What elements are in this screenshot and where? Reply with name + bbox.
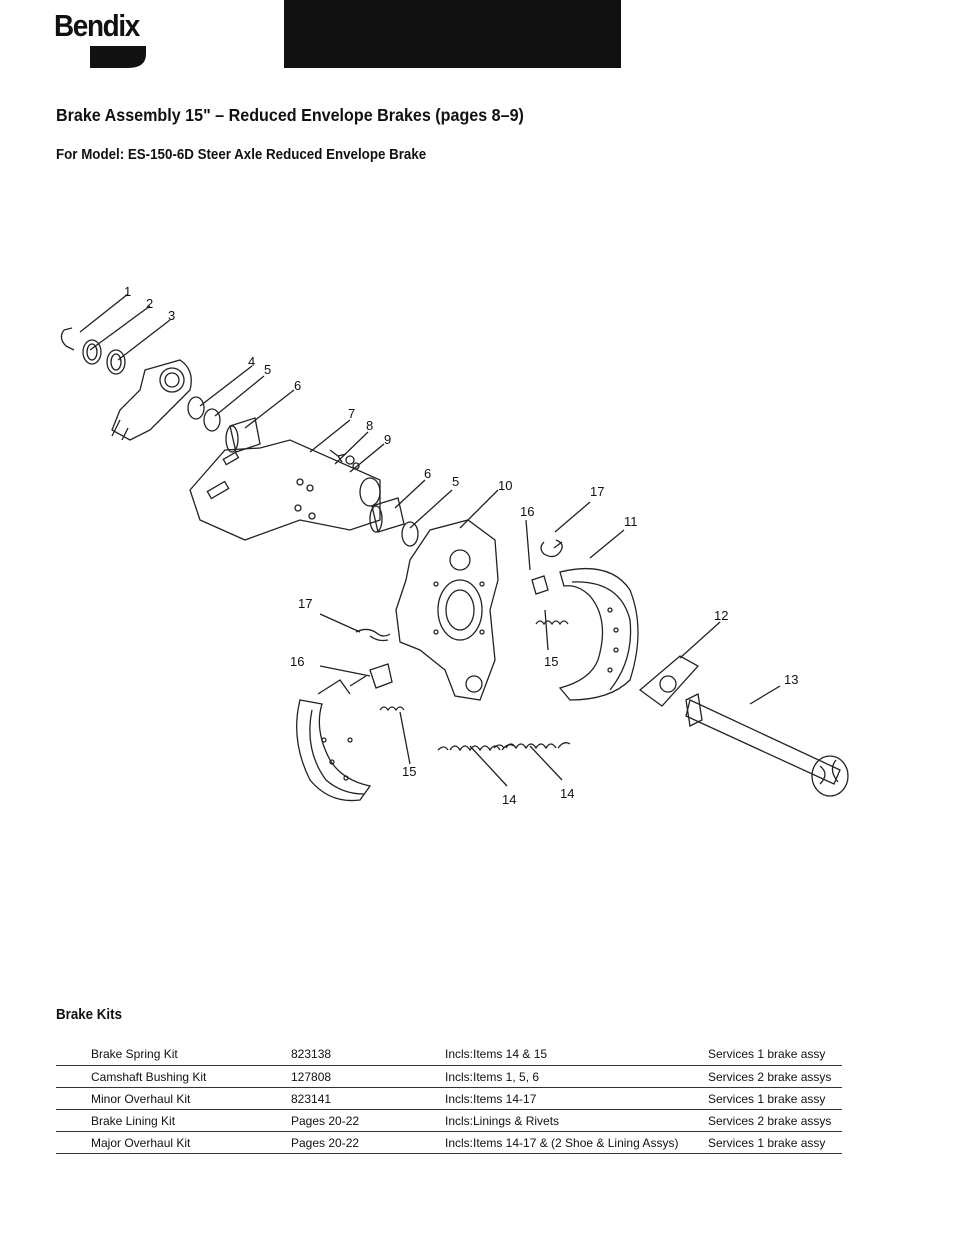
- callout-8: 8: [366, 418, 373, 433]
- callout-17: 17: [590, 484, 604, 499]
- incls-label: Incls:: [445, 1069, 474, 1084]
- callout-17b: 17: [298, 596, 312, 611]
- callout-9: 9: [384, 432, 391, 447]
- kit-name: Brake Spring Kit: [56, 1043, 291, 1066]
- kit-part-number: 823141: [291, 1087, 445, 1110]
- kit-includes-value: Items 14 & 15: [473, 1047, 548, 1061]
- kit-services: Services 1 brake assy: [708, 1131, 842, 1154]
- kit-part-number: 127808: [291, 1065, 445, 1088]
- kit-services: Services 2 brake assys: [708, 1109, 842, 1132]
- callout-15b: 15: [402, 764, 416, 779]
- table-row: Camshaft Bushing Kit 127808 Incls:Items …: [56, 1065, 842, 1088]
- header-bar: [284, 0, 621, 68]
- callout-16: 16: [520, 504, 534, 519]
- callout-13: 13: [784, 672, 798, 687]
- logo-swoosh: [90, 46, 146, 68]
- callout-5b: 5: [452, 474, 459, 489]
- callout-7: 7: [348, 406, 355, 421]
- incls-label: Incls:: [445, 1091, 474, 1106]
- kit-name: Major Overhaul Kit: [56, 1131, 291, 1154]
- page-subtitle: For Model: ES-150-6D Steer Axle Reduced …: [56, 147, 427, 163]
- table-row: Minor Overhaul Kit 823141 Incls:Items 14…: [56, 1087, 842, 1110]
- callout-4: 4: [248, 354, 255, 369]
- kit-part-number: Pages 20-22: [291, 1131, 445, 1154]
- incls-label: Incls:: [445, 1113, 474, 1128]
- kit-name: Camshaft Bushing Kit: [56, 1065, 291, 1088]
- kit-includes: Incls:Items 14 & 15: [445, 1043, 708, 1066]
- callout-16b: 16: [290, 654, 304, 669]
- exploded-brake-diagram: 1 2 3 4 5 6 7 8 9 6 5 10 16 17 11 17 16 …: [60, 284, 849, 807]
- kit-includes: Incls:Linings & Rivets: [445, 1109, 708, 1132]
- kit-name: Brake Lining Kit: [56, 1109, 291, 1132]
- kit-includes: Incls:Items 14-17: [445, 1087, 708, 1110]
- kit-includes-value: Items 14-17 & (2 Shoe & Lining Assys): [473, 1135, 679, 1150]
- incls-label: Incls:: [445, 1047, 474, 1061]
- kit-includes: Incls:Items 14-17 & (2 Shoe & Lining Ass…: [445, 1131, 708, 1154]
- callout-6: 6: [294, 378, 301, 393]
- callout-12: 12: [714, 608, 728, 623]
- kit-services: Services 1 brake assy: [708, 1087, 842, 1110]
- callout-1: 1: [124, 284, 131, 299]
- incls-label: Incls:: [445, 1135, 474, 1150]
- callout-15: 15: [544, 654, 558, 669]
- kit-includes-value: Items 14-17: [473, 1091, 537, 1106]
- kit-services: Services 1 brake assy: [708, 1043, 842, 1066]
- kit-part-number: 823138: [291, 1043, 445, 1066]
- brake-kits-table: Brake Spring Kit 823138 Incls:Items 14 &…: [56, 1043, 842, 1154]
- callout-14b: 14: [560, 786, 574, 801]
- table-row: Brake Spring Kit 823138 Incls:Items 14 &…: [56, 1043, 842, 1066]
- callout-6b: 6: [424, 466, 431, 481]
- callout-3: 3: [168, 308, 175, 323]
- callout-10: 10: [498, 478, 512, 493]
- bendix-logo: Bendix: [54, 8, 154, 72]
- page-title: Brake Assembly 15" – Reduced Envelope Br…: [56, 105, 524, 125]
- kit-part-number: Pages 20-22: [291, 1109, 445, 1132]
- table-row: Major Overhaul Kit Pages 20-22 Incls:Ite…: [56, 1131, 842, 1154]
- kit-services: Services 2 brake assys: [708, 1065, 842, 1088]
- callout-2: 2: [146, 296, 153, 311]
- kit-includes-value: Linings & Rivets: [473, 1113, 560, 1128]
- kit-includes-value: Items 1, 5, 6: [473, 1069, 540, 1084]
- kit-name: Minor Overhaul Kit: [56, 1087, 291, 1110]
- callout-14: 14: [502, 792, 516, 807]
- kit-includes: Incls:Items 1, 5, 6: [445, 1065, 708, 1088]
- callout-5: 5: [264, 362, 271, 377]
- brake-kits-heading: Brake Kits: [56, 1007, 122, 1023]
- callout-11: 11: [624, 514, 638, 529]
- logo-text: Bendix: [54, 8, 140, 43]
- table-row: Brake Lining Kit Pages 20-22 Incls:Linin…: [56, 1109, 842, 1132]
